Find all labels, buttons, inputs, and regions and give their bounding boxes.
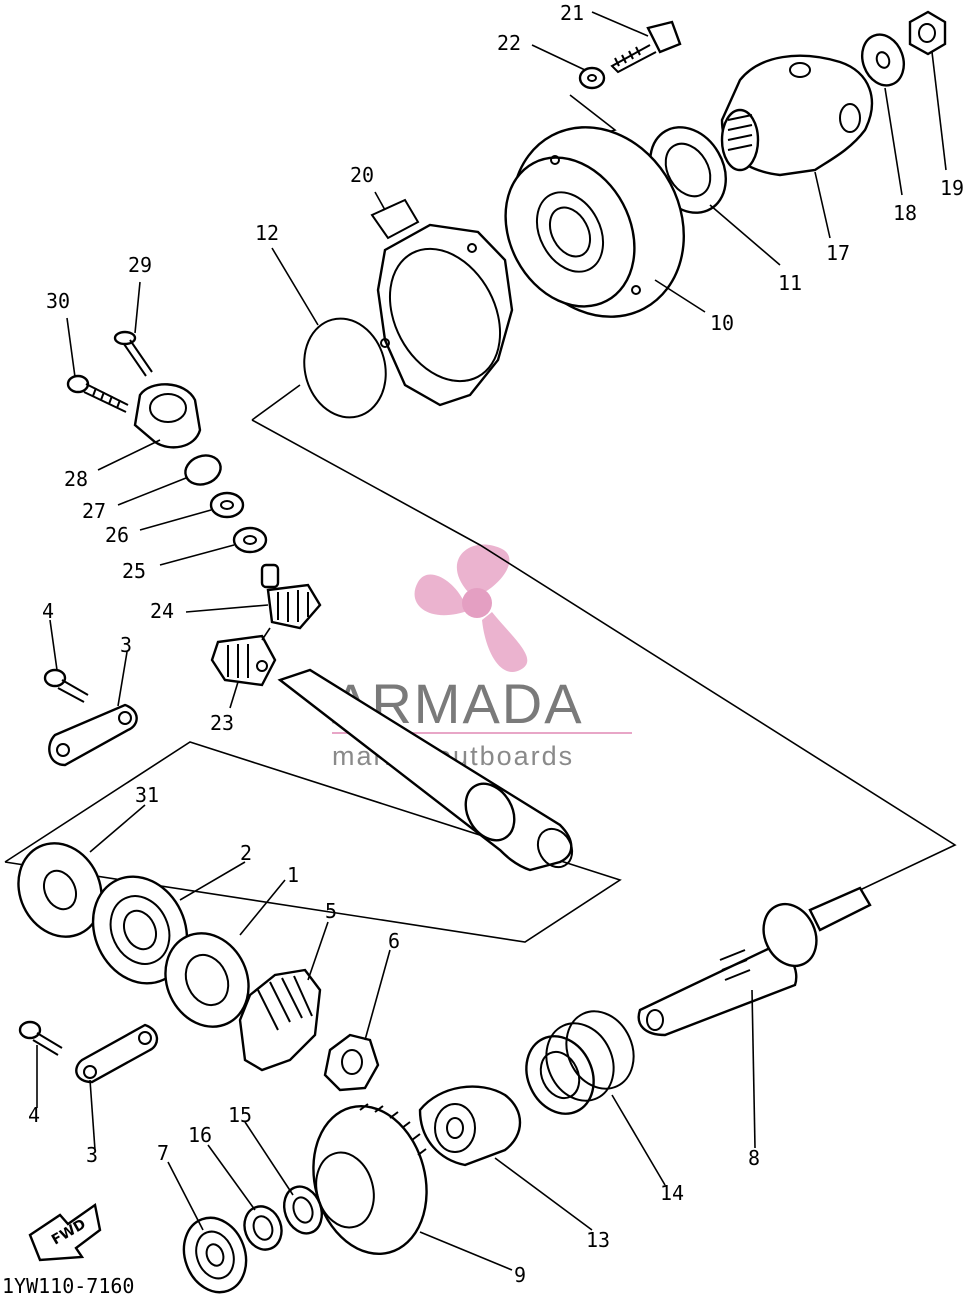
callout-15: 15 bbox=[228, 1103, 252, 1127]
part-8-propeller-shaft bbox=[637, 886, 872, 1037]
part-30-bolt bbox=[66, 374, 129, 413]
callout-8: 8 bbox=[748, 1146, 760, 1170]
callout-5: 5 bbox=[325, 899, 337, 923]
callout-28: 28 bbox=[64, 467, 88, 491]
callout-31: 31 bbox=[135, 783, 159, 807]
callout-1: 1 bbox=[287, 863, 299, 887]
callout-13: 13 bbox=[586, 1228, 610, 1252]
callout-18: 18 bbox=[893, 201, 917, 225]
callout-14: 14 bbox=[660, 1181, 684, 1205]
part-10-bearing-housing bbox=[504, 126, 685, 318]
part-3-plate-top bbox=[48, 703, 138, 767]
callout-22: 22 bbox=[497, 31, 521, 55]
part-27-disc bbox=[184, 454, 222, 486]
callout-23: 23 bbox=[210, 711, 234, 735]
part-26-washer bbox=[209, 491, 245, 519]
part-28-housing bbox=[133, 383, 202, 449]
part-31-shim bbox=[17, 842, 103, 938]
part-16-bushing bbox=[243, 1205, 283, 1251]
callout-6: 6 bbox=[388, 929, 400, 953]
callout-29: 29 bbox=[128, 253, 152, 277]
callout-10: 10 bbox=[710, 311, 734, 335]
part-23-gear bbox=[210, 634, 277, 687]
callout-3-top: 3 bbox=[120, 633, 132, 657]
callout-4-bottom: 4 bbox=[28, 1103, 40, 1127]
forward-direction-arrow-icon: FWD bbox=[28, 1202, 102, 1262]
part-7-bearing bbox=[182, 1216, 248, 1294]
part-12-o-ring bbox=[303, 317, 387, 419]
part-2-bearing bbox=[91, 875, 189, 985]
callout-7: 7 bbox=[157, 1141, 169, 1165]
callout-17: 17 bbox=[826, 241, 850, 265]
part-4-screw-bottom bbox=[18, 1020, 63, 1056]
assembly-group-lines bbox=[4, 94, 957, 943]
part-3-plate-bottom bbox=[75, 1023, 159, 1084]
callout-20: 20 bbox=[350, 163, 374, 187]
part-21-bolt bbox=[610, 20, 682, 74]
callout-30: 30 bbox=[46, 289, 70, 313]
part-17-yoke bbox=[720, 54, 874, 177]
drive-shaft-upper bbox=[277, 668, 574, 872]
part-6-nut bbox=[323, 1033, 380, 1092]
callout-26: 26 bbox=[105, 523, 129, 547]
diagram-code: 1YW110-7160 bbox=[2, 1274, 134, 1298]
callout-24: 24 bbox=[150, 599, 174, 623]
callout-11: 11 bbox=[778, 271, 802, 295]
part-5-pinion-gear bbox=[238, 968, 322, 1072]
leader-lines bbox=[36, 11, 947, 1271]
part-1-shim bbox=[164, 932, 250, 1028]
part-18-washer bbox=[861, 33, 905, 87]
callout-19: 19 bbox=[940, 176, 964, 200]
callout-9: 9 bbox=[514, 1263, 526, 1287]
callout-27: 27 bbox=[82, 499, 106, 523]
callout-2: 2 bbox=[240, 841, 252, 865]
part-29-screw bbox=[113, 330, 153, 377]
callout-25: 25 bbox=[122, 559, 146, 583]
callout-21: 21 bbox=[560, 1, 584, 25]
part-24-gear bbox=[260, 563, 322, 630]
callout-16: 16 bbox=[188, 1123, 212, 1147]
part-14-spring bbox=[525, 1010, 635, 1115]
propeller-logo-icon bbox=[414, 544, 528, 672]
callout-3-bottom: 3 bbox=[86, 1143, 98, 1167]
part-19-nut bbox=[908, 10, 947, 56]
part-15-washer bbox=[282, 1185, 324, 1235]
callout-4-top: 4 bbox=[42, 599, 54, 623]
part-22-washer bbox=[578, 66, 606, 90]
part-20-gasket bbox=[376, 223, 514, 407]
part-25-washer bbox=[232, 526, 268, 554]
part-13-dog-clutch bbox=[418, 1085, 522, 1167]
callout-12: 12 bbox=[255, 221, 279, 245]
callout-labels: 1 2 3 3 4 4 5 6 7 8 9 10 11 12 13 14 15 … bbox=[28, 1, 964, 1287]
part-4-screw-top bbox=[43, 668, 89, 703]
